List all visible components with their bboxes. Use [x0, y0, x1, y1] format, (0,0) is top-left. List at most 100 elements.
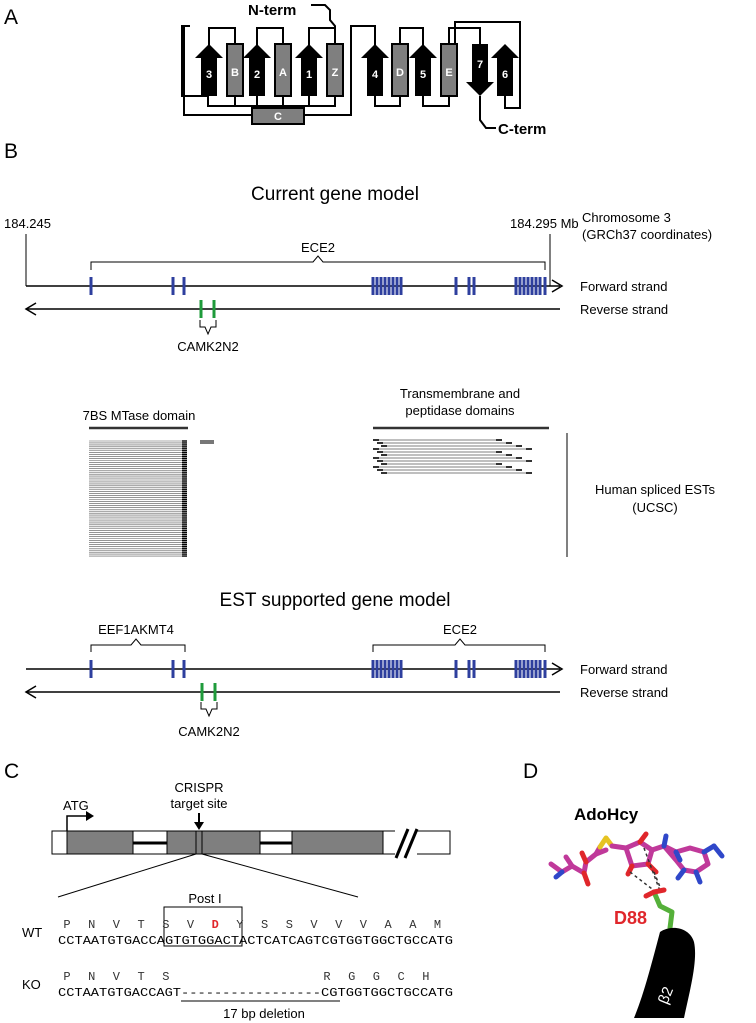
chromosome-label: Chromosome 3 [582, 210, 671, 225]
est-read-block [381, 472, 387, 474]
adohcy-molecule [548, 831, 725, 887]
exon [526, 660, 530, 678]
exon [514, 277, 518, 295]
est-read-end [182, 453, 187, 456]
est-read-end [182, 504, 187, 507]
exon [371, 660, 375, 678]
forward-strand-label-est: Forward strand [580, 662, 667, 677]
amino-acid: M [434, 918, 441, 932]
post-i-label: Post I [188, 891, 221, 906]
exon [171, 277, 175, 295]
camk2n2-bracket-est [200, 702, 218, 718]
exon [391, 660, 395, 678]
est-read-end [182, 528, 187, 530]
ece2-label-est: ECE2 [443, 622, 477, 637]
ece2-label-current: ECE2 [301, 240, 335, 255]
svg-text:A: A [279, 67, 287, 79]
amino-acid: V [335, 918, 343, 932]
est-read [200, 440, 214, 444]
camk2n2-bracket-current [199, 320, 217, 336]
amino-acid: G [348, 970, 355, 984]
amino-acid: A [409, 918, 417, 932]
est-read-block [526, 460, 532, 462]
est-read-end [182, 516, 187, 518]
forward-strand-label-current: Forward strand [580, 279, 667, 294]
helix-e: E [440, 43, 458, 97]
panel-d-label: D [523, 760, 538, 783]
est-read-block [381, 454, 387, 456]
est-read-block [373, 457, 379, 459]
camk2n2-exons-est [200, 683, 217, 701]
est-read-block [373, 448, 379, 450]
est-read-end [182, 551, 187, 553]
est-read-end [182, 448, 187, 450]
svg-text:4: 4 [372, 69, 379, 81]
svg-text:7: 7 [477, 59, 483, 71]
est-read-end [182, 463, 187, 466]
camk2n2-exon [213, 683, 217, 701]
wt-label: WT [22, 925, 42, 940]
est-read-block [516, 445, 522, 447]
amino-acid: N [88, 970, 95, 984]
eef1akmt4-label: EEF1AKMT4 [98, 622, 174, 637]
est-read-end [182, 508, 187, 510]
strand-6: 6 [491, 44, 519, 96]
est-read-end [182, 465, 187, 468]
est-read-end [182, 553, 187, 555]
current-model-title: Current gene model [251, 184, 419, 205]
adohcy-label: AdoHcy [574, 805, 639, 824]
gene-structure [51, 828, 451, 859]
amino-acid: R [323, 970, 330, 984]
zoom-line-right [201, 853, 359, 898]
est-track-right [373, 439, 532, 474]
est-read-end [182, 481, 187, 483]
svg-text:1: 1 [306, 69, 312, 81]
est-read-end [182, 539, 187, 542]
est-read-end [182, 535, 187, 538]
exon [534, 277, 538, 295]
amino-acid: V [360, 918, 368, 932]
svg-text:D: D [396, 67, 404, 79]
exon [530, 277, 534, 295]
amino-acid: N [88, 918, 95, 932]
est-label-2: (UCSC) [632, 500, 678, 515]
camk2n2-label-current: CAMK2N2 [177, 339, 238, 354]
camk2n2-exon [199, 300, 203, 318]
est-read-block [377, 469, 383, 471]
exon [472, 277, 476, 295]
est-read-end [182, 471, 187, 473]
est-read-block [373, 439, 379, 441]
exon [395, 660, 399, 678]
exon [454, 277, 458, 295]
exon [383, 660, 387, 678]
crispr-label-2: target site [170, 796, 227, 811]
crispr-arrowhead [194, 822, 204, 830]
amino-acid: T [137, 918, 144, 932]
crispr-label-1: CRISPR [174, 780, 223, 795]
camk2n2-label-est: CAMK2N2 [178, 724, 239, 739]
svg-text:Z: Z [332, 67, 339, 79]
exon [467, 660, 471, 678]
est-read-end [182, 446, 187, 448]
strand-5: 5 [409, 44, 437, 96]
amino-acid: P [63, 970, 70, 984]
svg-text:C: C [274, 111, 282, 123]
ece2-bracket-est [372, 638, 546, 652]
est-read-end [182, 522, 187, 524]
panel-b-label: B [4, 140, 18, 163]
d88-label: D88 [614, 908, 647, 928]
ece2-exons-current [89, 277, 547, 295]
exons-est [89, 660, 547, 678]
n-term-label: N-term [248, 2, 296, 19]
exon [454, 660, 458, 678]
exon [387, 660, 391, 678]
camk2n2-exon [200, 683, 204, 701]
strand-7: 7 [466, 44, 494, 96]
est-read-end [182, 514, 187, 516]
atg-arrow [66, 815, 86, 831]
est-read-block [516, 469, 522, 471]
exon [182, 660, 186, 678]
est-read-end [182, 491, 187, 493]
est-read-block [381, 445, 387, 447]
